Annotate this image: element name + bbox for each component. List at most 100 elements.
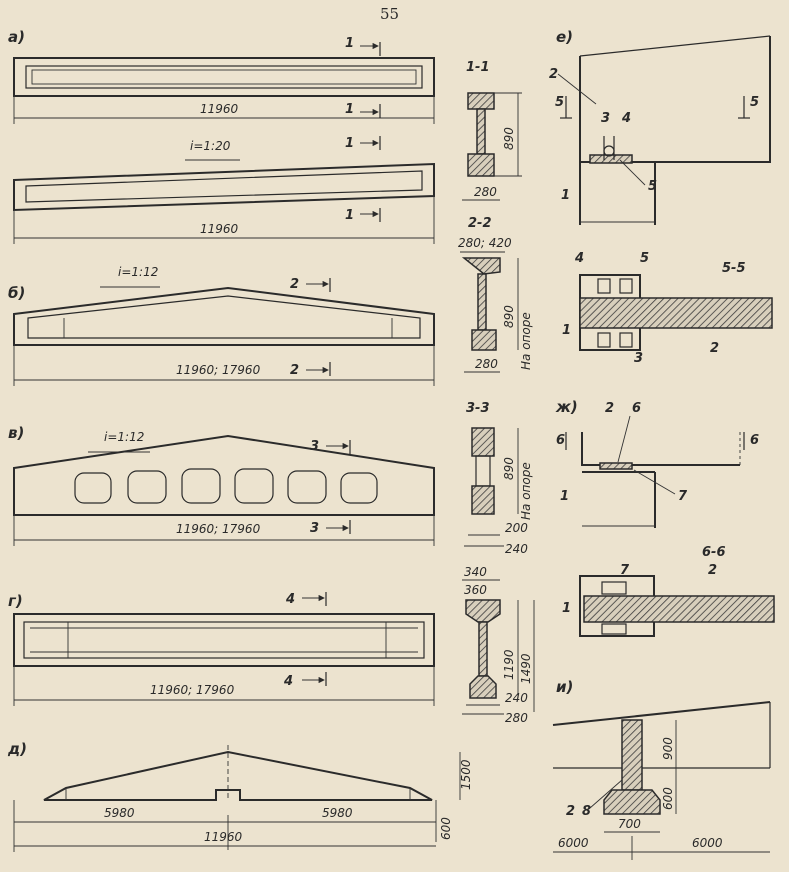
detail-zh-section-left: 6 [556,433,565,448]
beam-a1-web [31,69,417,85]
detail-i-left-span: 6000 [558,836,589,850]
detail-e-n5: 5 [648,179,657,194]
section-3-3-note: На опоре [519,462,533,520]
detail-i-right-span: 6000 [692,836,723,850]
section-1-mark-mid: 1 [345,102,354,117]
section-5-5-n5: 5 [640,251,649,266]
dim-g-length: 11960; 17960 [150,683,235,697]
section-2-2-width: 280 [475,357,498,371]
section-3-3-width1: 200 [505,521,528,535]
detail-zh-section-right: 6 [750,433,759,448]
dim-d-total: 11960 [204,830,243,844]
section-4-4-height1: 1190 [502,649,516,680]
panel-zh: ж) 2 6 1 7 6 6 [555,398,759,528]
section-5-5-beam [579,297,773,329]
panel-i: и) 900 600 2 8 700 6000 6000 [552,678,771,860]
section-3-mark-bottom: 3 [310,521,319,536]
detail-i-n8-leader [589,779,623,809]
section-5-5-title: 5-5 [722,261,746,276]
detail-e-n2-leader [557,73,597,105]
section-5-5-anchor-bl [597,332,611,348]
beam-b-outline [13,286,435,346]
detail-i-width: 700 [618,817,641,831]
section-2-2-web [477,273,487,331]
section-4-4-web [478,621,488,677]
detail-e-n1: 1 [561,188,570,203]
section-3-3-web [475,455,491,487]
beam-a1-inner [25,65,423,89]
section-1-1-title: 1-1 [466,60,490,75]
section-6-6-title: 6-6 [702,545,726,560]
panel-b: б) i=1:12 2 11960; 17960 2 [8,265,435,386]
section-3-3-title: 3-3 [466,401,490,416]
detail-i-height2: 600 [661,787,675,810]
slope-a: i=1:20 [190,139,231,153]
section-5-5-anchor-br [619,332,633,348]
dim-a2-length: 11960 [200,222,239,236]
detail-i-height1: 900 [661,737,675,760]
section-6-6: 6-6 7 2 1 [562,545,775,637]
section-3-3-width2: 240 [505,542,528,556]
section-5-5-n1: 1 [562,323,571,338]
beam-d-outline [43,750,433,801]
beam-v-opening-1 [74,472,112,504]
section-6-6-n2: 2 [708,563,717,578]
section-1-1-width: 280 [474,185,497,199]
beam-v-opening-3 [181,468,221,504]
section-4-4-height2: 1490 [519,653,533,684]
detail-e-section-left: 5 [555,95,564,110]
dim-d-height: 1500 [459,759,473,790]
section-6-6-plate-top [601,581,627,595]
panel-g: г) 4 11960; 17960 4 [8,592,435,706]
section-1-mark-top: 1 [345,36,354,51]
detail-zh-beam [581,432,740,466]
section-4-4-top-flange [465,599,501,623]
detail-i-n2: 2 [566,804,575,819]
beam-v-opening-5 [287,470,327,504]
beam-v-opening-4 [234,468,274,504]
slope-b: i=1:12 [118,265,158,279]
detail-zh-n7: 7 [678,489,688,504]
section-2-mark-top: 2 [290,277,299,292]
beam-a2-inner [25,170,423,203]
detail-zh-n2: 2 [605,401,614,416]
section-5-5-n4: 4 [574,251,584,266]
section-1-1-web [476,108,486,155]
panel-a: а) 1 11960 1 i=1:20 1 11960 1 [8,28,435,244]
section-5-5-anchor-tl [597,278,611,294]
detail-zh-n1: 1 [560,489,569,504]
section-2-2-top-flange [461,257,501,275]
detail-e-n5-leader [619,159,646,186]
section-4-4-top1: 340 [464,565,487,579]
dim-d-left: 5980 [104,806,135,820]
detail-e-beam-top [579,35,771,57]
panel-b-label: б) [8,284,25,302]
section-4-4-bottom2: 280 [505,711,528,725]
section-3-3-top [471,427,495,457]
detail-e-n3: 3 [601,111,610,126]
section-1-1-bottom-flange [467,153,495,177]
detail-e-n4: 4 [621,111,631,126]
dim-v-length: 11960; 17960 [176,522,261,536]
section-4-4: 340 360 1190 1490 240 280 [462,565,535,725]
beam-v-opening-2 [127,470,167,504]
section-6-6-beam [583,595,775,623]
beam-a1-outline [13,57,435,97]
section-4-4-bottom1: 240 [505,691,528,705]
section-3-3: 3-3 890 На опоре 200 240 [464,401,533,556]
beam-g-outline [13,613,435,667]
section-1-mark-bottom: 1 [345,208,354,223]
page-number: 55 [380,5,399,23]
section-2-mark-bottom: 2 [290,363,299,378]
section-2-2: 2-2 280; 420 890 На опоре 280 [458,216,533,373]
section-2-2-height: 890 [502,305,516,328]
section-5-5: 5-5 4 5 1 3 2 [562,251,773,366]
detail-i-truss-web [621,719,643,791]
section-2-2-top-width: 280; 420 [458,236,512,250]
beam-b-inner [27,295,421,339]
section-3-3-bottom [471,485,495,515]
panel-d: д) 1500 600 5980 5980 11960 [7,740,473,852]
panel-v-label: в) [8,424,24,442]
section-2-2-note: На опоре [519,312,533,370]
